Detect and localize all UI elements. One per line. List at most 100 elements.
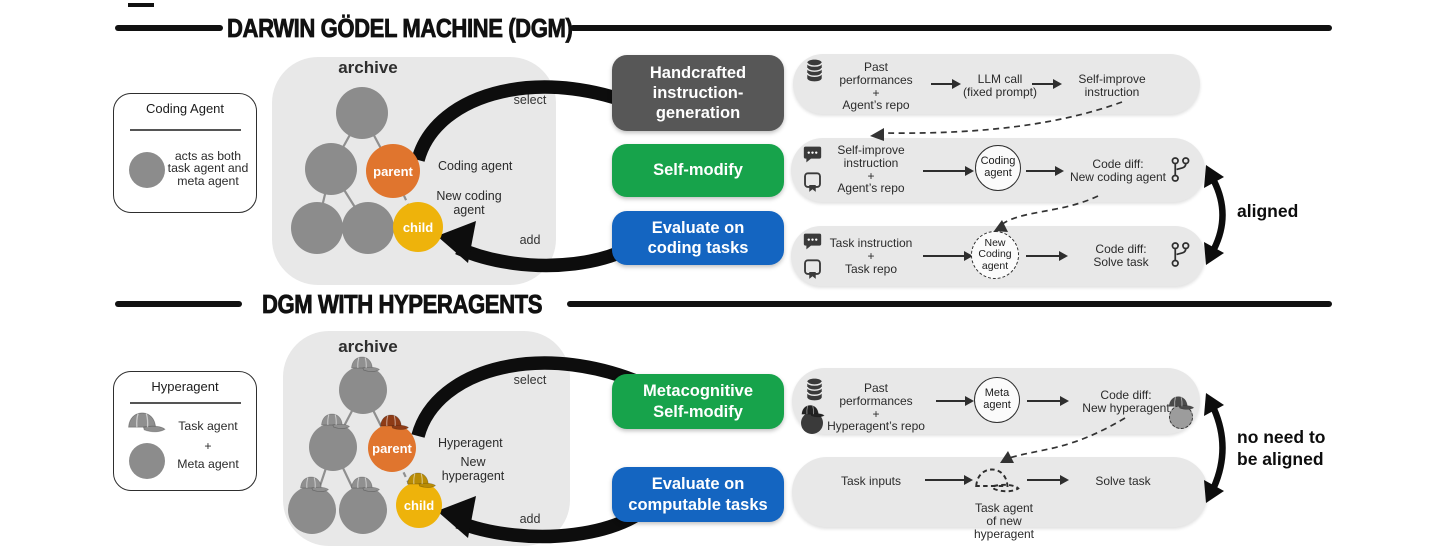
task-inputs-label: Task inputs <box>840 474 902 488</box>
database-icon <box>806 59 823 82</box>
hyperagent-node <box>309 423 357 471</box>
text-line: Solve task <box>1093 254 1149 269</box>
hyperagent-node <box>339 366 387 414</box>
meta-agent-circle-icon <box>129 443 165 479</box>
step-metacognitive: Metacognitive Self-modify <box>612 374 784 429</box>
new-coding-agent-note: New coding agent <box>432 189 506 217</box>
agent-circle-icon <box>129 152 165 188</box>
brow1-output: Code diff: New hyperagent <box>1076 389 1176 415</box>
hyperagent-node <box>339 486 387 534</box>
message-icon <box>803 233 822 250</box>
new-hyperagent-note: New hyperagent <box>436 455 510 483</box>
archive-label: archive <box>338 337 398 356</box>
select-arc-bottom <box>411 356 655 439</box>
child-label: child <box>403 498 435 513</box>
hyperagent-node <box>288 486 336 534</box>
archive-tree-bottom <box>288 366 442 534</box>
step-handcrafted: Handcrafted instruction-generation <box>612 55 784 131</box>
input-line: Agent’s repo <box>837 181 905 196</box>
step-self-modify: Self-modify <box>612 144 784 197</box>
row2-output: Code diff: New coding agent <box>1068 158 1168 184</box>
caption-line: of new hyperagent <box>973 513 1035 541</box>
row1-llm-call: LLM call (fixed prompt) <box>960 73 1040 99</box>
flow-arrow <box>1026 166 1064 176</box>
row1-output: Self-improve instruction <box>1072 73 1152 99</box>
title-rule-right-2 <box>567 301 1332 307</box>
plus: + <box>867 168 875 183</box>
note-line: no need to <box>1237 427 1326 447</box>
legend-divider <box>130 129 241 131</box>
circle-line: agent <box>983 399 1011 411</box>
repo-icon <box>804 172 821 192</box>
row1-input: Past performances + Agent’s repo <box>826 61 926 112</box>
title-rule-right <box>570 25 1332 31</box>
flow-arrow <box>1027 396 1069 406</box>
coding-agent-circle: Coding agent <box>975 145 1021 191</box>
note-line: hyperagent <box>441 468 505 483</box>
archive-tree-top <box>291 87 443 254</box>
legend-task-agent-label: Task agent <box>178 419 238 433</box>
legend-meta-agent-label: Meta agent <box>177 457 239 471</box>
message-icon <box>803 146 822 163</box>
agent-node <box>305 143 357 195</box>
plus: + <box>872 406 880 421</box>
circle-line: Coding <box>978 248 1012 261</box>
title-rule-left <box>115 25 223 31</box>
legend-line: acts as both <box>174 149 242 163</box>
agent-node <box>342 202 394 254</box>
flow-arrow <box>925 475 973 485</box>
circle-line: New <box>984 237 1006 249</box>
plus: + <box>872 85 880 100</box>
legend-title: Hyperagent <box>151 379 219 394</box>
row3-output: Code diff: Solve task <box>1071 243 1171 269</box>
flow-arrow <box>1027 475 1069 485</box>
flow-arrow <box>1032 79 1062 89</box>
child-node <box>396 482 442 528</box>
circle-line: agent <box>981 259 1009 272</box>
text-line: Code diff: <box>1095 242 1147 256</box>
legend-line: task agent and <box>167 161 249 176</box>
solve-task-label: Solve task <box>1095 474 1151 488</box>
row2-input: Self-improve instruction + Agent’s repo <box>830 144 912 195</box>
legend-description: acts as both task agent and meta agent <box>164 150 252 187</box>
agent-node <box>291 202 343 254</box>
flow-arrow <box>936 396 974 406</box>
note-line: New <box>460 455 486 469</box>
task-agent-caption: Task agent of new hyperagent <box>958 502 1050 540</box>
step-evaluate-coding: Evaluate on coding tasks <box>612 211 784 265</box>
section-title-dgm: DARWIN GÖDEL MACHINE (DGM) <box>227 13 574 44</box>
parent-node <box>368 424 416 472</box>
aligned-note: aligned <box>1237 201 1299 221</box>
add-label: add <box>519 233 541 247</box>
text-line: New hyperagent <box>1082 400 1170 415</box>
meta-agent-circle: Meta agent <box>974 377 1020 423</box>
select-arc-top <box>411 80 655 163</box>
parent-label: parent <box>372 441 412 456</box>
note-line: be aligned <box>1237 449 1324 470</box>
row3-input: Task instruction + Task repo <box>828 237 914 275</box>
hyperagent-dark-icon <box>801 412 823 434</box>
add-label: add <box>519 512 541 526</box>
crop-mark <box>128 3 154 7</box>
legend-divider <box>130 402 241 404</box>
input-line: Agent’s repo <box>842 98 910 113</box>
input-line: instruction <box>843 155 899 170</box>
note-line: New coding <box>436 189 502 203</box>
title-rule-left-2 <box>115 301 242 307</box>
text-line: instruction <box>1084 84 1140 99</box>
coding-agent-legend <box>113 93 257 213</box>
new-hyperagent-icon <box>1169 405 1193 429</box>
new-coding-agent-circle: New Coding agent <box>971 231 1019 279</box>
repo-icon <box>804 259 821 279</box>
note-line: agent <box>453 202 485 217</box>
legend-title: Coding Agent <box>145 101 225 116</box>
child-label: child <box>402 220 434 235</box>
database-icon <box>806 378 823 401</box>
step-evaluate-computable: Evaluate on computable tasks <box>612 467 784 522</box>
flow-arrow <box>923 251 973 261</box>
parent-label: parent <box>373 164 413 179</box>
parent-node <box>366 144 420 198</box>
git-branch-icon <box>1171 157 1190 182</box>
text-line: Self-improve <box>1078 72 1146 86</box>
add-arrowhead-bottom <box>437 496 476 538</box>
